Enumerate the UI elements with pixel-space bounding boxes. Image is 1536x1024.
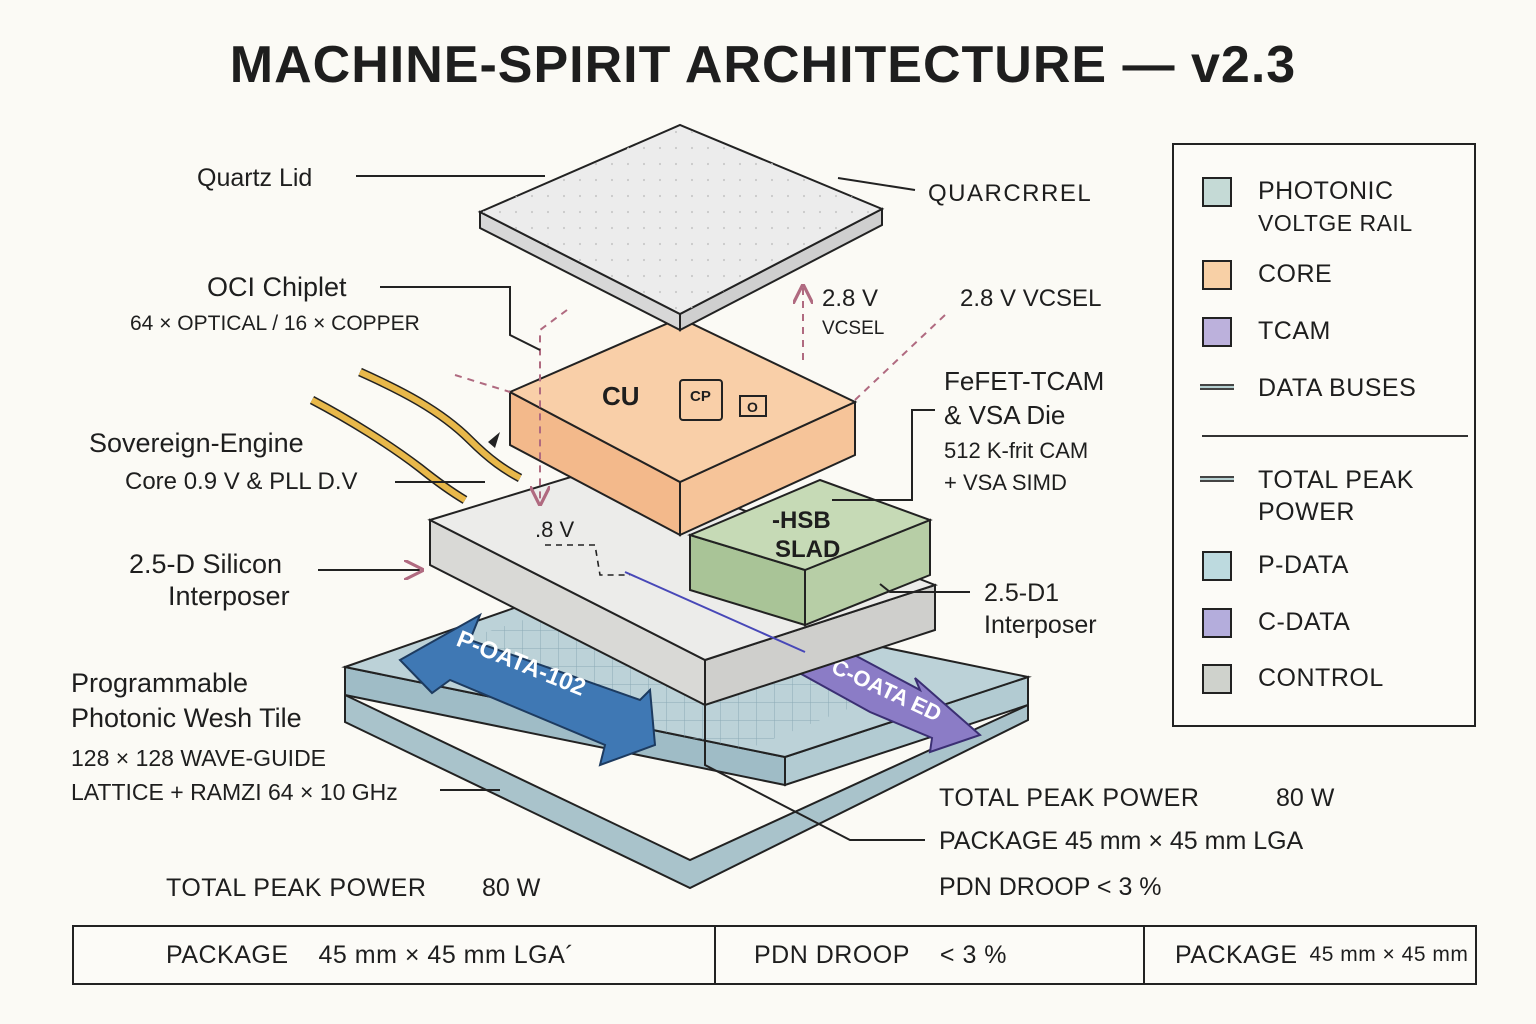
legend-swatch-core <box>1202 260 1232 290</box>
label-interposer-r-1: 2.5-D1 <box>984 579 1059 607</box>
cp-block <box>679 379 723 421</box>
right-package: PACKAGE 45 mm × 45 mm LGA <box>939 827 1304 855</box>
label-prog-3: 128 × 128 WAVE-GUIDE <box>71 745 326 771</box>
label-interposer-r-2: Interposer <box>984 611 1097 639</box>
o-block <box>739 395 767 417</box>
legend-item-total-peak: TOTAL PEAK POWER <box>1200 464 1414 528</box>
legend-item-photonic: PHOTONIC VOLTGE RAIL <box>1202 175 1413 239</box>
label-fefet-4: + VSA SIMD <box>944 470 1067 495</box>
legend-label-p-data: P-DATA <box>1258 551 1349 579</box>
legend-item-core: CORE <box>1202 258 1332 290</box>
label-fefet-1: FeFET-TCAM <box>944 366 1104 396</box>
label-vcsel-a-1: 2.8 V <box>822 285 878 312</box>
interposer-voltage: .8 V <box>535 517 574 542</box>
legend-item-p-data: P-DATA <box>1202 549 1349 581</box>
legend-label-core: CORE <box>1258 260 1333 288</box>
legend-label-c-data: C-DATA <box>1258 608 1351 636</box>
label-prog-4: LATTICE + RAMZI 64 × 10 GHz <box>71 779 398 805</box>
tcam-label-2: SLAD <box>775 536 840 563</box>
o-label: O <box>747 399 758 415</box>
spec-package-value: 45 mm × 45 mm LGA´ <box>318 940 575 969</box>
mesh-tile-base <box>344 693 1029 890</box>
optical-fibers <box>309 367 523 504</box>
spec-package-label: PACKAGE <box>166 940 289 969</box>
label-sovereign-1: Sovereign-Engine <box>89 428 304 458</box>
legend-swatch-tcam <box>1202 317 1232 347</box>
legend-swatch-control <box>1202 664 1232 694</box>
spec-cell-package: PACKAGE 45 mm × 45 mm LGA´ <box>74 927 714 983</box>
spec-bar: PACKAGE 45 mm × 45 mm LGA´ PDN DROOP < 3… <box>72 925 1477 985</box>
legend-label-tcam: TCAM <box>1258 317 1331 345</box>
label-silicon-1: 2.5-D Silicon <box>129 549 282 579</box>
core-label: CU <box>602 381 640 411</box>
component-labels: Quartz Lid QUARCRREL OCI Chiplet 64 × OP… <box>71 164 1335 902</box>
dashed-leaders <box>454 288 946 502</box>
left-power-label: TOTAL PEAK POWER <box>166 874 426 902</box>
legend-item-control: CONTROL <box>1202 662 1384 694</box>
spec-package2-label: PACKAGE <box>1175 940 1298 969</box>
legend-sub-total-peak: POWER <box>1258 498 1355 526</box>
left-power-value: 80 W <box>482 874 541 902</box>
label-vcsel-a-2: VCSEL <box>822 318 884 339</box>
spec-cell-droop: PDN DROOP < 3 % <box>714 927 1143 983</box>
spec-droop-label: PDN DROOP <box>754 940 910 969</box>
label-vcsel-b: 2.8 V VCSEL <box>960 285 1101 312</box>
label-sovereign-2: Core 0.9 V & PLL D.V <box>125 468 358 495</box>
legend-line-data-buses <box>1200 384 1234 390</box>
page-title: MACHINE-SPIRIT ARCHITECTURE — v2.3 <box>230 36 1296 94</box>
leader-lines <box>318 175 970 841</box>
spec-droop-value: < 3 % <box>939 940 1008 969</box>
legend-item-c-data: C-DATA <box>1202 606 1350 638</box>
label-oci-sub: 64 × OPTICAL / 16 × COPPER <box>130 312 420 335</box>
right-power-label: TOTAL PEAK POWER <box>939 784 1199 812</box>
core-die: CU CP O <box>507 316 858 537</box>
legend-sub-photonic: VOLTGE RAIL <box>1258 210 1413 236</box>
legend-swatch-c-data <box>1202 608 1232 638</box>
label-prog-2: Photonic Wesh Tile <box>71 703 302 733</box>
legend-label-total-peak: TOTAL PEAK <box>1258 466 1414 494</box>
quartz-lid <box>477 123 885 332</box>
label-silicon-2: Interposer <box>168 581 290 611</box>
p-data-arrow: P-OATA-102 <box>398 612 657 767</box>
legend-item-tcam: TCAM <box>1202 315 1331 347</box>
cp-label: CP <box>690 388 711 405</box>
spec-package2-value: 45 mm × 45 mm <box>1309 943 1469 966</box>
label-oci-chiplet: OCI Chiplet <box>207 272 347 302</box>
legend: PHOTONIC VOLTGE RAIL CORE TCAM DATA BUSE… <box>1172 143 1476 727</box>
legend-item-data-buses: DATA BUSES <box>1200 372 1417 404</box>
legend-divider <box>1202 435 1468 437</box>
right-power-value: 80 W <box>1276 784 1335 812</box>
legend-label-photonic: PHOTONIC <box>1258 177 1394 205</box>
legend-swatch-photonic <box>1202 177 1232 207</box>
legend-line-total-peak <box>1200 476 1234 482</box>
tcam-die: -HSB SLAD <box>687 478 933 627</box>
tcam-label-1: -HSB <box>772 507 831 534</box>
spec-cell-package-2: PACKAGE 45 mm × 45 mm <box>1143 927 1475 983</box>
label-prog-1: Programmable <box>71 668 248 698</box>
label-fefet-2: & VSA Die <box>944 400 1065 430</box>
right-droop: PDN DROOP < 3 % <box>939 873 1162 901</box>
legend-label-control: CONTROL <box>1258 664 1384 692</box>
legend-label-data-buses: DATA BUSES <box>1258 374 1417 402</box>
legend-swatch-p-data <box>1202 551 1232 581</box>
label-quarcrrel: QUARCRREL <box>928 180 1092 207</box>
label-quartz-lid: Quartz Lid <box>197 164 312 192</box>
label-fefet-3: 512 K-frit CAM <box>944 438 1088 463</box>
